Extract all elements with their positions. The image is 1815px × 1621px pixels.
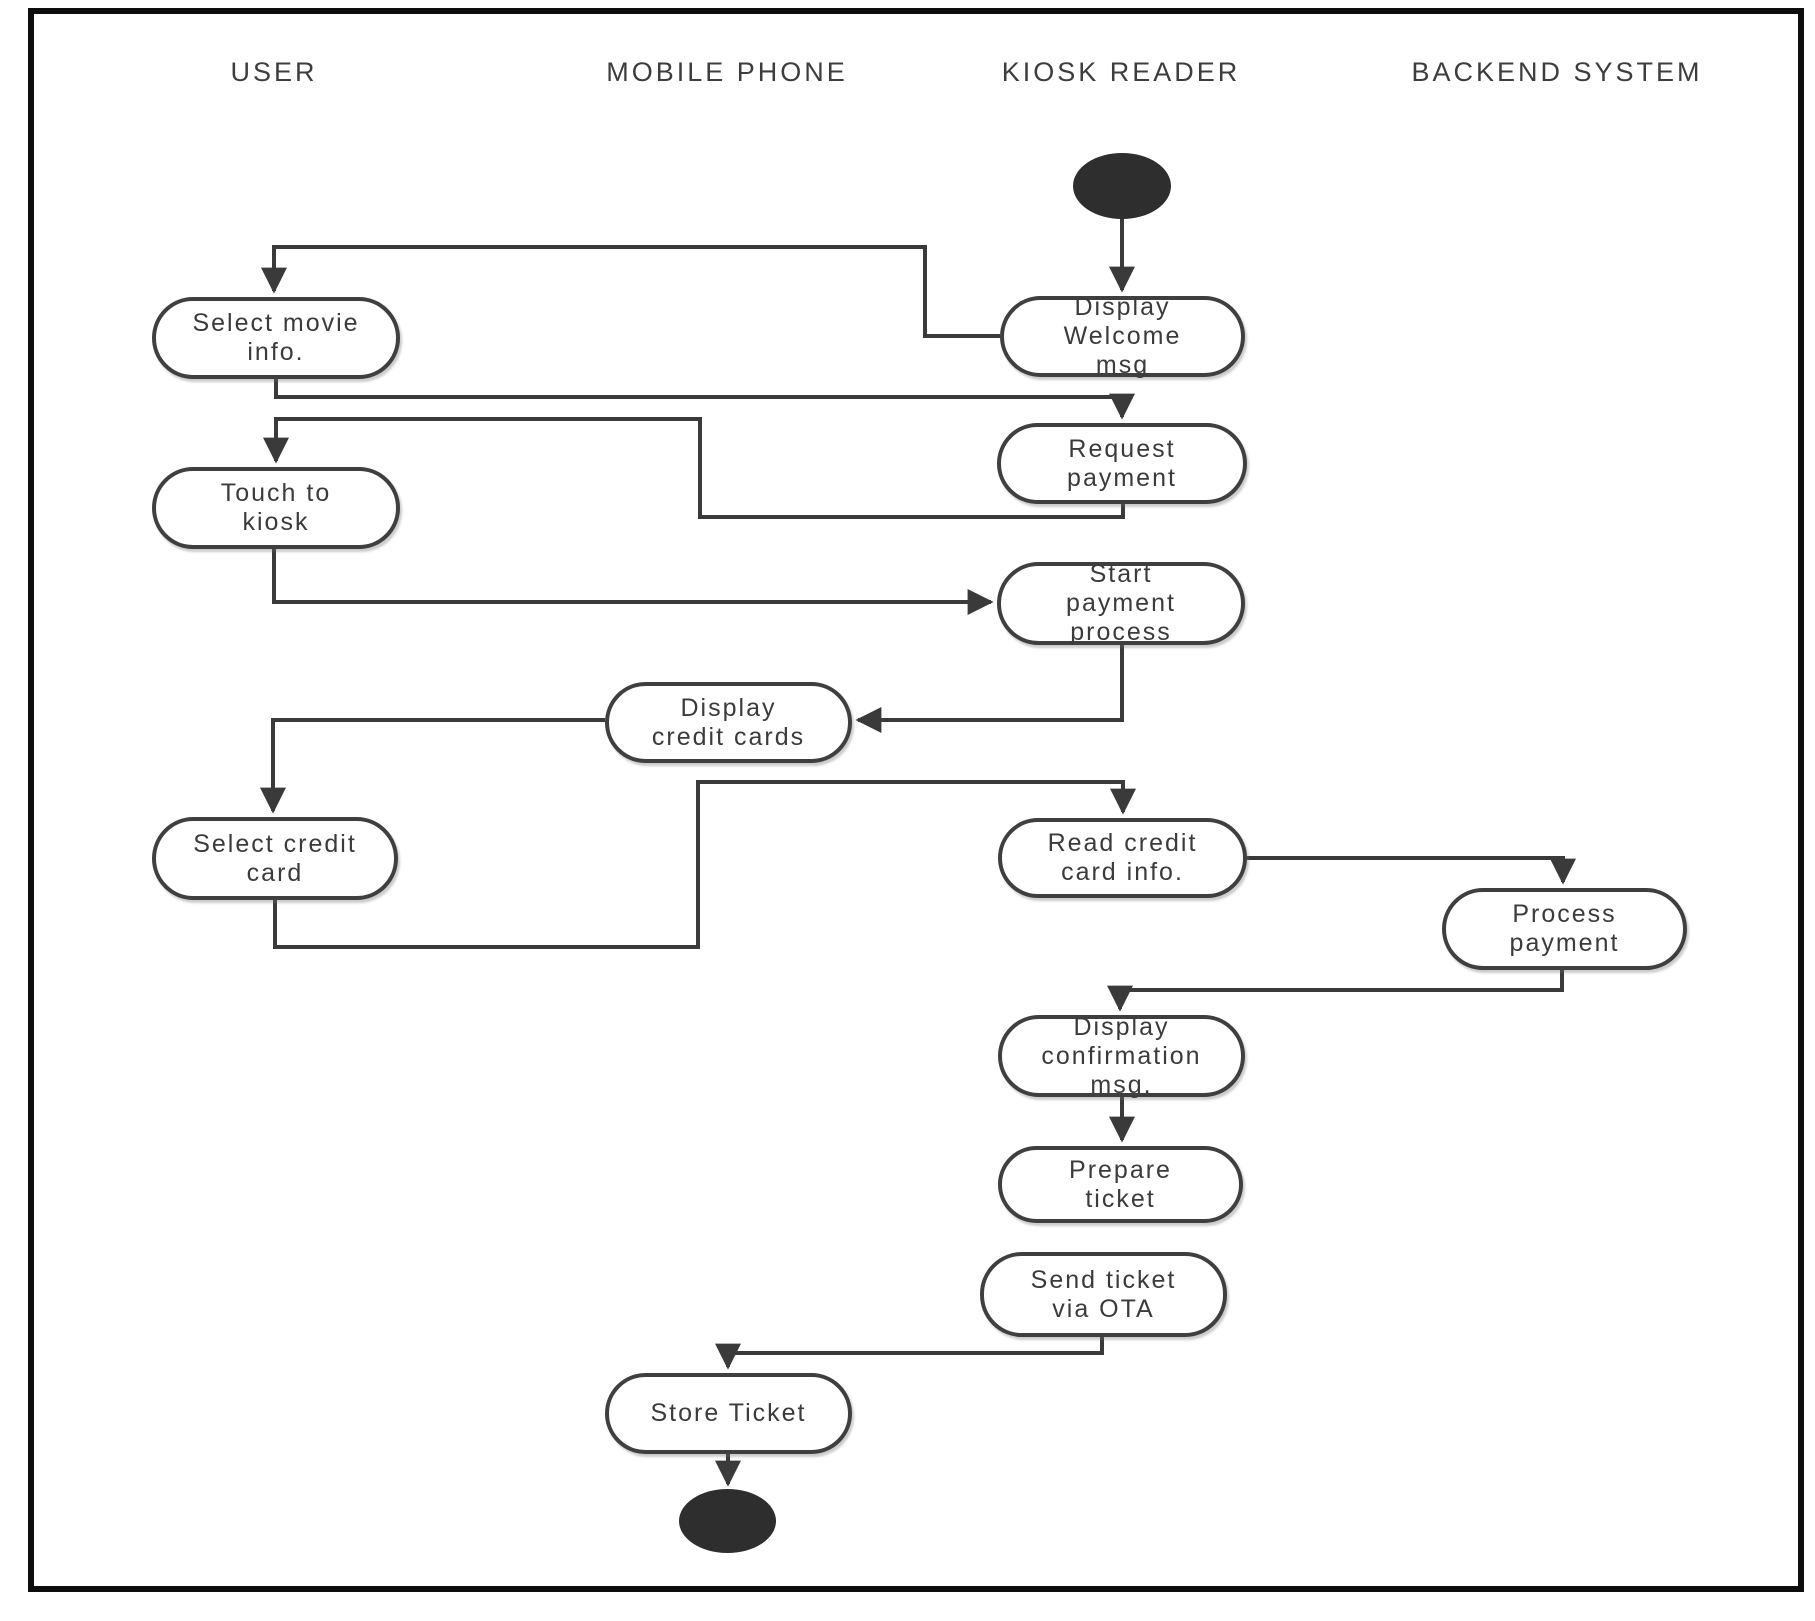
- lane-header-backend-system: BACKEND SYSTEM: [1411, 57, 1703, 87]
- node-store-ticket: Store Ticket: [605, 1373, 852, 1454]
- edge-request-payment-to-touch-kiosk: [263, 417, 1125, 519]
- lane-header-user: USER: [230, 57, 318, 87]
- node-display-credit-cards: Display credit cards: [605, 682, 852, 763]
- node-request-payment: Request payment: [997, 423, 1247, 504]
- node-prepare-ticket: Prepare ticket: [998, 1146, 1243, 1223]
- lane-header-mobile-phone: MOBILE PHONE: [606, 57, 848, 87]
- node-display-welcome-msg: Display Welcome msg: [1000, 293, 1245, 379]
- initial-node: [1073, 153, 1171, 219]
- edge-select-movie-to-request-payment: [274, 379, 1135, 420]
- edge-display-welcome-to-select-movie: [261, 245, 1000, 338]
- node-select-movie-info: Select movie info.: [152, 297, 400, 379]
- final-node: [679, 1489, 776, 1553]
- node-process-payment: Process payment: [1442, 888, 1687, 970]
- edge-touch-kiosk-to-start-payment: [272, 549, 994, 615]
- edge-display-credit-to-select-credit: [260, 718, 605, 814]
- node-display-confirmation-msg: Display confirmation msg.: [998, 1013, 1245, 1099]
- node-send-ticket-via-ota: Send ticket via OTA: [980, 1252, 1227, 1337]
- node-touch-to-kiosk: Touch to kiosk: [152, 467, 400, 549]
- node-read-credit-card-info: Read credit card info.: [998, 818, 1247, 898]
- edge-read-credit-to-process-payment: [1247, 856, 1576, 885]
- edge-select-credit-to-read-credit: [273, 780, 1136, 949]
- lane-header-kiosk-reader: KIOSK READER: [1001, 57, 1241, 87]
- edge-process-payment-to-display-confirmation: [1107, 970, 1564, 1012]
- node-start-payment-process: Start payment process: [997, 560, 1245, 646]
- edge-send-ticket-to-store-ticket: [715, 1337, 1104, 1370]
- diagram-border: [28, 8, 1804, 1592]
- edge-start-payment-to-display-credit: [855, 645, 1124, 733]
- node-select-credit-card: Select credit card: [152, 817, 398, 900]
